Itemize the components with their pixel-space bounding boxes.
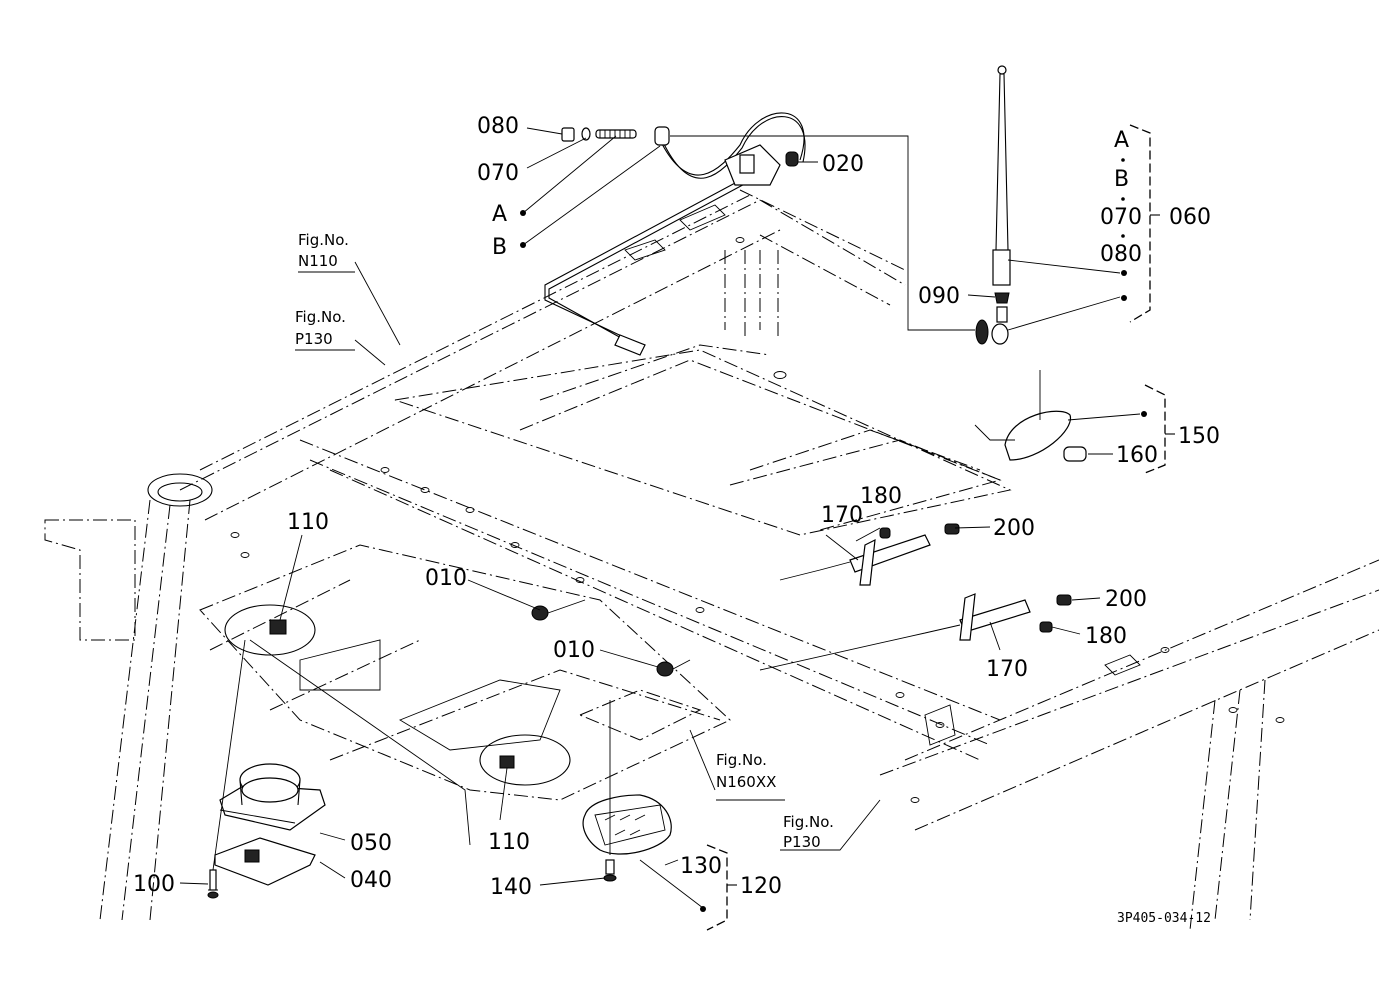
antenna-fasteners [561, 126, 799, 167]
callout-110-right: 110 [488, 830, 530, 855]
set-060-070: 070 [1100, 205, 1142, 230]
callout-120: 120 [740, 874, 782, 899]
dome-lamp [582, 700, 672, 882]
callout-200-lower: 200 [1105, 587, 1147, 612]
callout-b: B [492, 235, 507, 260]
callout-160: 160 [1116, 443, 1158, 468]
clip-110 [269, 619, 515, 769]
callout-020: 020 [822, 152, 864, 177]
fig-ref-n160xx-line2: N160XX [716, 773, 776, 791]
figure-references: Fig.No. N110 Fig.No. P130 Fig.No. N160XX… [295, 231, 834, 851]
callout-010-lower: 010 [553, 638, 595, 663]
callout-labels: 080 070 A B 020 A B 070 080 060 090 150 … [133, 114, 1220, 900]
fig-ref-p130-line1: Fig.No. [295, 308, 346, 326]
fig-ref-n160xx-line1: Fig.No. [716, 751, 767, 769]
callout-050: 050 [350, 831, 392, 856]
fig-ref-n110-line1: Fig.No. [298, 231, 349, 249]
antenna-cable-assembly [544, 112, 975, 356]
set-060-a: A [1114, 128, 1129, 153]
reference-dots [520, 158, 1147, 912]
callout-080: 080 [477, 114, 519, 139]
callout-180-lower: 180 [1085, 624, 1127, 649]
callout-130: 130 [680, 854, 722, 879]
fig-ref-p130-line2: P130 [295, 330, 333, 348]
fig-ref-n110-line2: N110 [298, 252, 338, 270]
cab-frame [44, 189, 1379, 931]
callout-170-upper: 170 [821, 503, 863, 528]
callout-100: 100 [133, 872, 175, 897]
callout-180-upper: 180 [860, 484, 902, 509]
callout-110-left: 110 [287, 510, 329, 535]
callout-010-upper: 010 [425, 566, 467, 591]
callout-040: 040 [350, 868, 392, 893]
fig-ref-p130b-line2: P130 [783, 833, 821, 851]
callout-090: 090 [918, 284, 960, 309]
antenna-rod [975, 65, 1011, 345]
bracket-170-lower [759, 593, 1072, 671]
side-lamp [974, 370, 1087, 462]
nut-010 [531, 599, 691, 677]
set-060-080: 080 [1100, 242, 1142, 267]
bracket-170-upper [779, 523, 960, 586]
callout-070: 070 [477, 161, 519, 186]
set-060-b: B [1114, 167, 1129, 192]
callout-200-upper: 200 [993, 516, 1035, 541]
callout-a: A [492, 202, 507, 227]
fig-ref-p130b-line1: Fig.No. [783, 813, 834, 831]
callout-060: 060 [1169, 205, 1211, 230]
callout-170-lower: 170 [986, 657, 1028, 682]
speaker-assembly [207, 639, 326, 899]
leader-lines [179, 127, 1141, 909]
callout-140: 140 [490, 875, 532, 900]
drawing-number: 3P405-034-12 [1117, 911, 1211, 926]
group-brackets [706, 124, 1175, 931]
callout-150: 150 [1178, 424, 1220, 449]
